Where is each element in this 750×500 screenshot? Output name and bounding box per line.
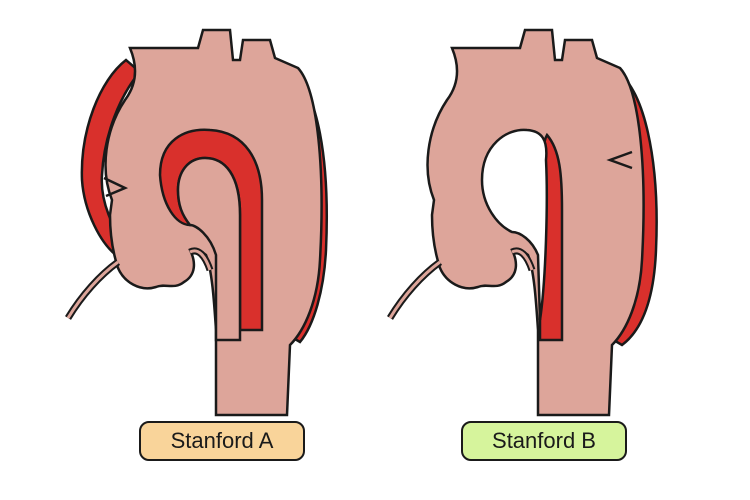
coronary-artery	[65, 259, 121, 320]
intimal-tear	[606, 150, 633, 170]
stanford-b-diagram	[387, 28, 658, 417]
stanford-a-label: Stanford A	[139, 421, 305, 461]
stanford-b-label: Stanford B	[461, 421, 627, 461]
coronary-artery	[387, 259, 443, 320]
stanford-a-diagram	[65, 28, 328, 417]
intimal-tear	[103, 176, 129, 198]
arch-true-lumen	[176, 156, 242, 342]
arch-true-lumen	[480, 128, 548, 321]
